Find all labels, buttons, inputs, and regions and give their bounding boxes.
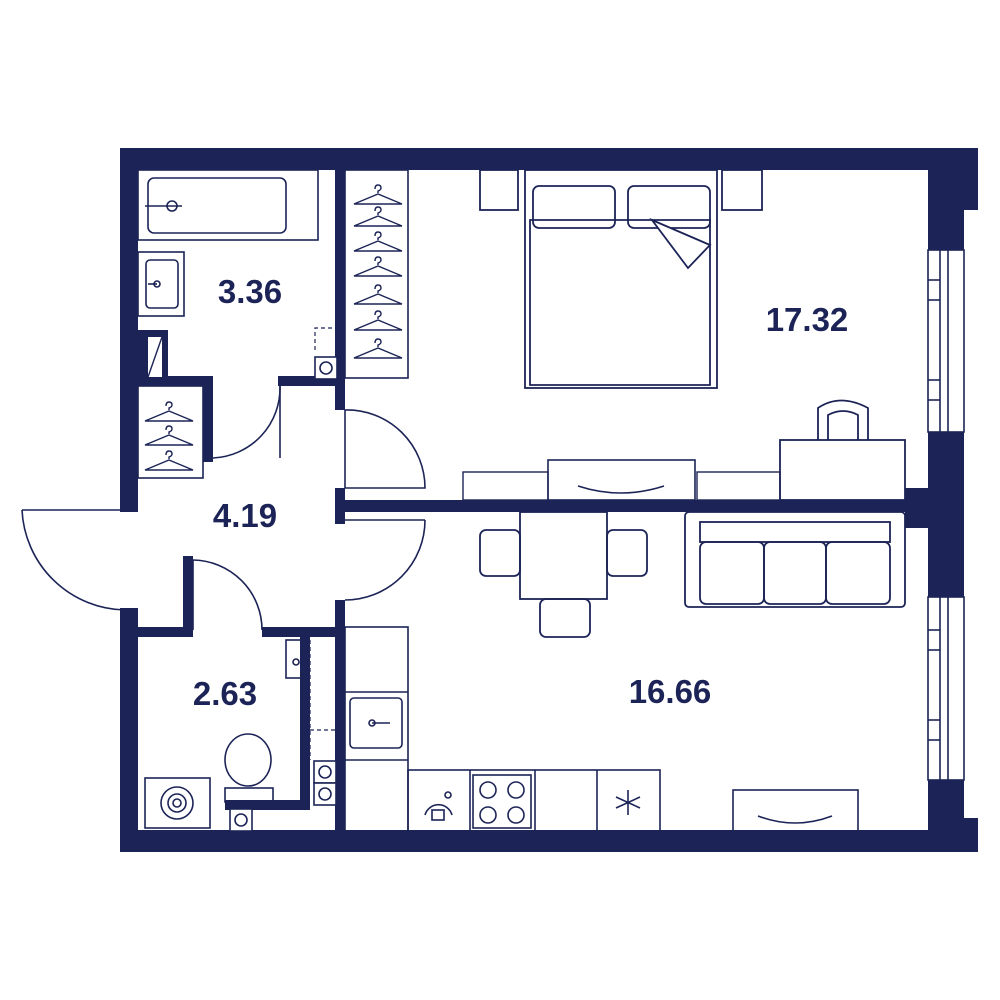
desk-icon <box>779 399 906 501</box>
hall-wardrobe <box>137 385 204 479</box>
kitchen-living-area-label: 16.66 <box>629 673 712 710</box>
washing-machine-icon <box>144 777 211 829</box>
sofa-icon <box>684 511 906 608</box>
stove-icon <box>472 774 532 829</box>
hallway-area-label: 4.19 <box>213 497 277 534</box>
tv-stand-icon <box>547 459 696 501</box>
sink-icon-kitchen <box>349 697 403 749</box>
sink-icon <box>137 251 185 317</box>
dining-table-icon <box>479 511 648 638</box>
doors <box>21 385 426 631</box>
shelf-icon <box>462 471 781 501</box>
window-lower <box>927 596 965 781</box>
dishwasher-icon <box>424 791 453 821</box>
exterior-walls <box>120 148 978 852</box>
bed-icon <box>479 169 763 389</box>
window-upper <box>927 249 965 433</box>
bathtub-icon <box>137 169 319 241</box>
fridge-icon <box>615 790 641 815</box>
bathroom-area-label: 3.36 <box>218 273 282 310</box>
wardrobe <box>344 169 409 379</box>
toilet-icon <box>224 733 274 803</box>
bedroom-area-label: 17.32 <box>766 301 849 338</box>
kitchen-units <box>344 626 661 833</box>
tv-stand-icon-living <box>732 789 859 833</box>
toilet-area-label: 2.63 <box>193 675 257 712</box>
interior-walls <box>138 148 905 852</box>
sink-icon-toilet <box>285 639 307 679</box>
